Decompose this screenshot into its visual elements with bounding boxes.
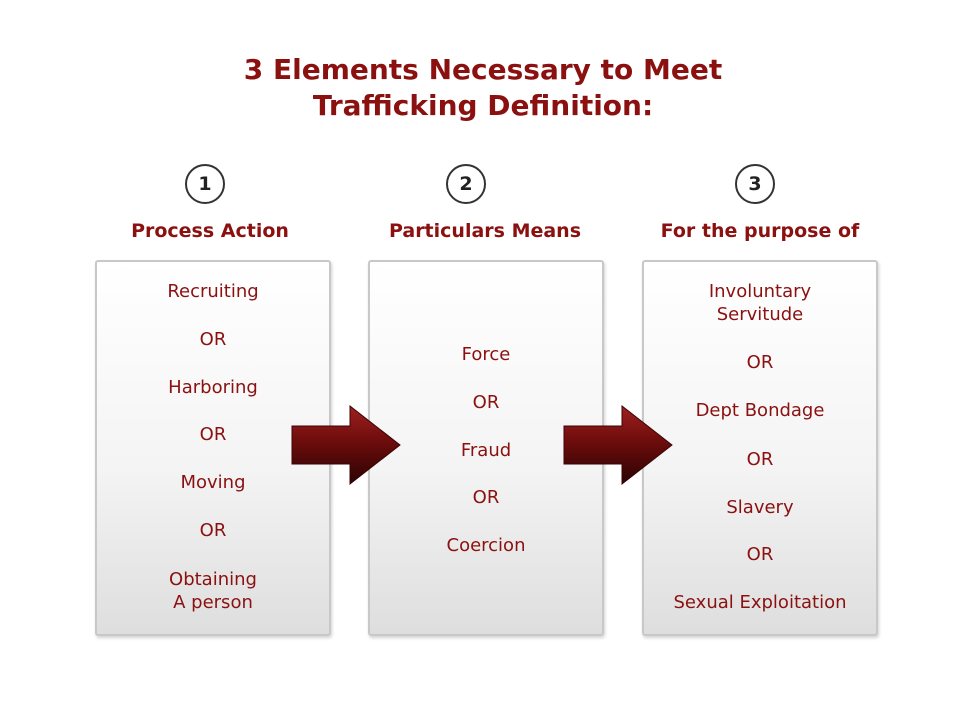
diagram-title: 3 Elements Necessary to Meet Trafficking… xyxy=(0,52,960,124)
step-1-heading: Process Action xyxy=(131,220,289,242)
step-3-item: OR xyxy=(746,544,774,565)
step-1-number: 1 xyxy=(185,164,225,204)
step-1-item: OR xyxy=(199,424,227,445)
step-2-item: OR xyxy=(472,487,500,508)
right-arrow-icon xyxy=(291,404,401,486)
diagram-title-line-1: 3 Elements Necessary to Meet xyxy=(243,53,723,86)
step-2-item: Coercion xyxy=(446,535,526,556)
step-1-item: Harboring xyxy=(168,377,258,398)
right-arrow-icon xyxy=(563,404,673,486)
step-3-number: 3 xyxy=(735,164,775,204)
step-3-box: Involuntary Servitude OR Dept Bondage OR… xyxy=(642,260,878,636)
step-3-item: Slavery xyxy=(726,497,794,518)
step-3-heading: For the purpose of xyxy=(660,220,860,242)
step-1-item: OR xyxy=(199,520,227,541)
step-2-number: 2 xyxy=(446,164,486,204)
diagram-title-line-2: Trafficking Definition: xyxy=(312,89,654,122)
step-2-heading: Particulars Means xyxy=(388,220,582,242)
step-1-item: Recruiting xyxy=(167,281,259,302)
step-3-item: Dept Bondage xyxy=(695,400,825,421)
step-2-item: OR xyxy=(472,392,500,413)
step-3-item: Sexual Exploitation xyxy=(673,592,847,613)
step-3-item: Involuntary Servitude xyxy=(708,281,812,325)
step-2-item: Force xyxy=(461,344,511,365)
step-3-item: OR xyxy=(746,449,774,470)
step-1-item: Obtaining A person xyxy=(169,569,257,613)
step-3-item: OR xyxy=(746,352,774,373)
step-2-item: Fraud xyxy=(460,440,512,461)
step-1-item: Moving xyxy=(180,472,246,493)
step-1-item: OR xyxy=(199,329,227,350)
